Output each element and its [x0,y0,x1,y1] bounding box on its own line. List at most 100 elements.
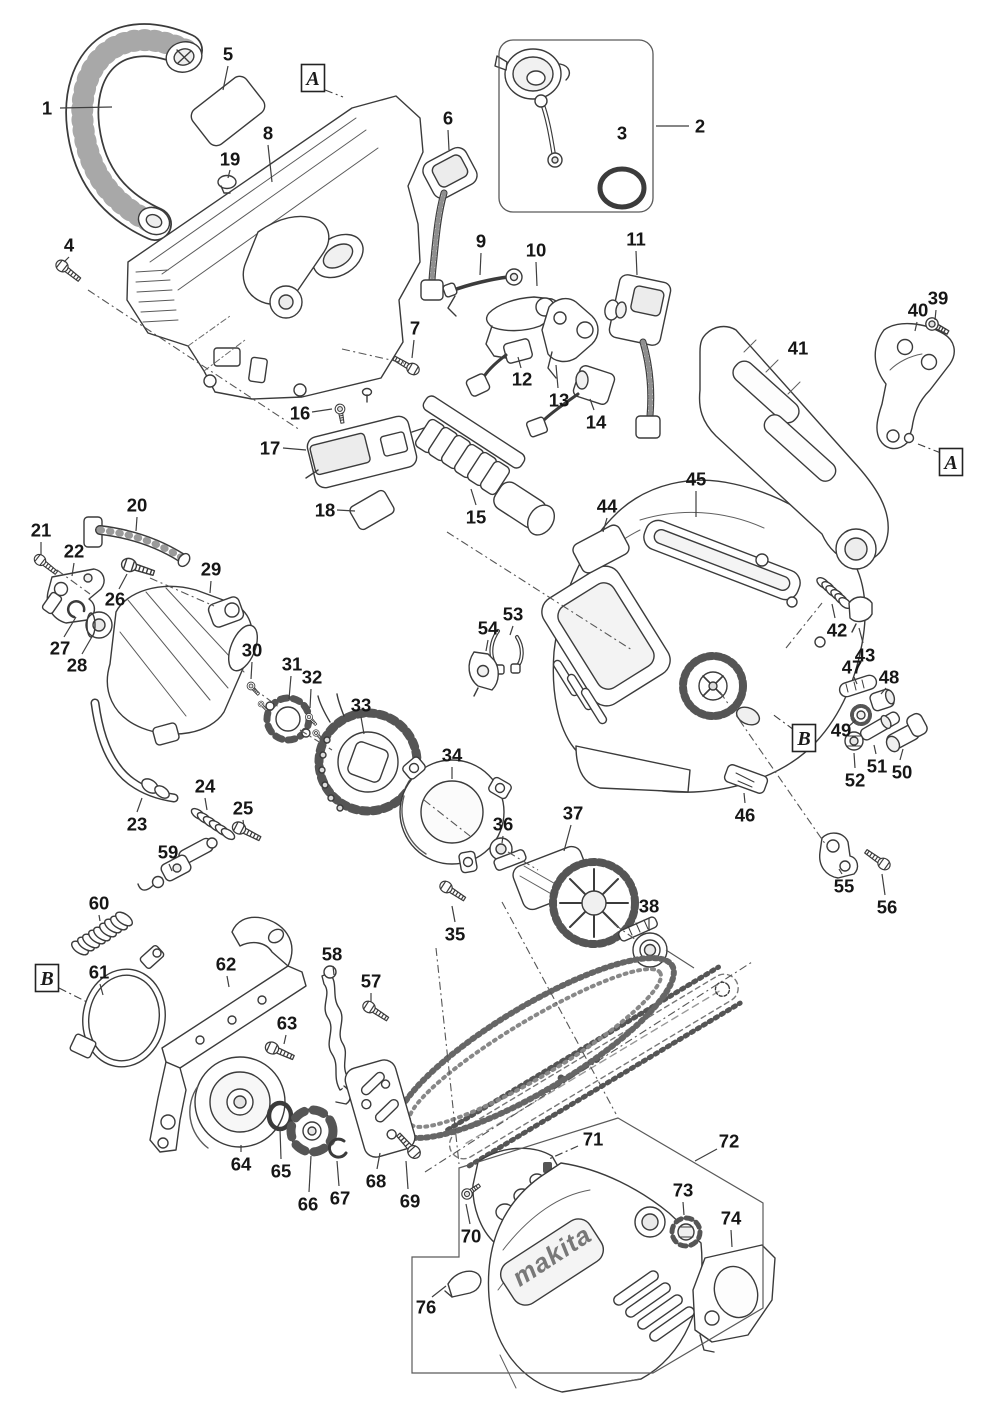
leader-line-17 [282,447,307,451]
part-number-label-26: 26 [105,589,126,610]
leader-line-53 [509,625,514,636]
part-12-micro-switch-drawing [465,338,533,397]
part-number-label-76: 76 [416,1297,437,1318]
leader-line-68 [376,1152,381,1170]
part-number-label-32: 32 [302,667,323,688]
leader-line-14 [589,398,595,411]
leader-line-28 [81,634,94,655]
part-number-label-13: 13 [549,390,570,411]
part-number-label-21: 21 [31,520,52,541]
leader-line-18 [336,509,356,512]
leader-line-13 [555,364,559,389]
part-number-label-65: 65 [271,1161,292,1182]
guide-line [501,901,617,1115]
ref-marker-letter-A0: A [304,68,319,90]
part-66-spur-sprocket-drawing [286,1105,338,1157]
part-number-label-61: 61 [89,962,110,983]
part-31-adapter-ring-drawing [263,694,313,744]
leader-line-62 [226,975,230,988]
part-number-label-19: 19 [220,149,241,170]
part-number-label-44: 44 [597,496,618,517]
part-9-link-wire-drawing [442,268,523,317]
ref-marker-box-A1 [938,447,964,477]
leader-line-10 [535,261,538,287]
part-55-bracket-drawing [819,832,859,879]
part-18-sticker-drawing [349,489,395,531]
leader-line-22 [71,562,75,577]
guide-line [665,949,695,969]
part-43-pawl-drawing [848,596,873,633]
part-number-label-73: 73 [673,1180,694,1201]
leader-line-40 [914,321,918,332]
ref-marker-leader-A1 [917,443,942,454]
part-number-label-58: 58 [322,944,343,965]
part-46-vent-cap-drawing [723,764,769,794]
leader-line-56 [881,873,886,896]
part-13-bracket-drawing [541,297,599,379]
leader-line-31 [288,675,292,700]
leader-line-42 [831,603,836,619]
leader-line-1 [59,106,113,109]
leader-line-30 [250,661,253,680]
part-number-label-10: 10 [526,240,547,261]
leader-line-49 [848,719,857,727]
part-number-label-11: 11 [626,229,646,250]
ref-marker-letter-B2: B [796,728,810,750]
part-number-label-52: 52 [845,770,866,791]
ref-marker-box-B2 [791,723,817,753]
part-24-spring-drawing [190,807,236,841]
leader-line-20 [135,516,138,532]
part-number-label-47: 47 [842,657,863,678]
part-number-label-22: 22 [64,541,85,562]
part-44-sticker-drawing [572,524,630,574]
part-number-label-63: 63 [277,1013,298,1034]
leader-line-72 [694,1148,718,1162]
guide-line [299,729,333,751]
leader-line-8 [267,144,273,183]
part-73-nut-drawing [669,1215,703,1249]
leader-line-43 [858,627,864,644]
leader-line-61 [99,983,104,996]
part-37-rotor-drawing [493,845,658,948]
part-number-label-38: 38 [639,896,660,917]
leader-line-73 [682,1201,685,1216]
ref-marker-letter-A1: A [942,452,957,474]
leader-line-5 [222,65,229,91]
part-number-label-62: 62 [216,954,237,975]
leader-line-59 [168,863,173,872]
part-62-inner-guard-drawing [149,916,307,1153]
part-5-sticker-drawing [190,75,266,147]
part-number-label-9: 9 [476,231,486,252]
part-number-label-7: 7 [410,318,420,339]
part-number-label-69: 69 [400,1191,421,1212]
leader-line-16 [311,408,333,413]
leader-line-58 [332,965,335,976]
part-number-label-39: 39 [928,288,949,309]
part-number-label-41: 41 [788,338,809,359]
guide-line [252,687,281,709]
part-number-label-36: 36 [493,814,514,835]
part-number-label-6: 6 [443,108,453,129]
leader-line-7 [411,339,415,359]
part-74-guard-frame-drawing [692,1244,776,1353]
part-number-label-68: 68 [366,1171,387,1192]
part-number-label-33: 33 [351,695,372,716]
part-34-flange-drawing [399,756,512,874]
guide-line [719,691,829,849]
leader-line-6 [447,129,450,151]
part-number-label-8: 8 [263,123,273,144]
part-number-label-15: 15 [466,507,487,528]
leader-line-15 [470,488,477,506]
part-number-label-16: 16 [290,403,311,424]
leader-line-67 [336,1160,340,1187]
sprocket-cover-drawing [487,1162,703,1393]
part-number-label-74: 74 [721,1208,742,1229]
part-number-label-34: 34 [442,745,463,766]
leader-line-52 [853,752,856,769]
ref-marker-leader-A0 [324,89,344,98]
part-42-spring-drawing [816,576,852,610]
ref-marker-leader-B3 [58,987,90,1004]
part-number-label-49: 49 [831,720,852,741]
